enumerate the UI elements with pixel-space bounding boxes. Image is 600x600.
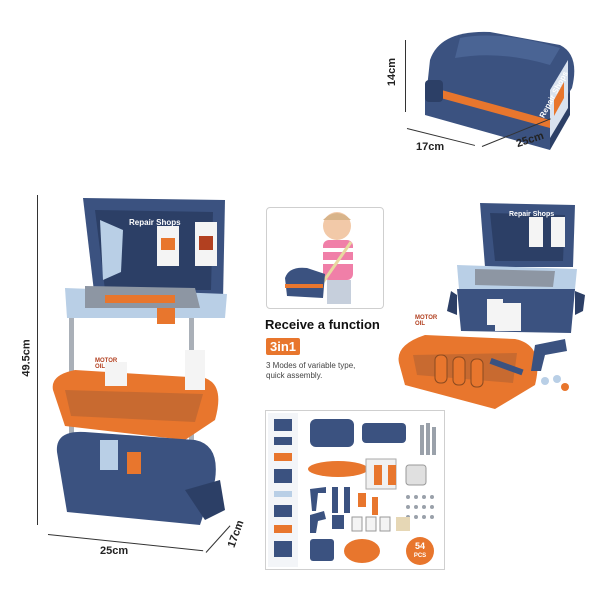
closed-case-view: Repair Shops — [400, 20, 595, 170]
function-desc-line1: 3 Modes of variable type, — [266, 361, 356, 370]
open-case-brand-label: Repair Shops — [509, 211, 555, 218]
case-height-line — [405, 40, 406, 112]
parts-panel: 54 PCS — [265, 410, 445, 570]
case-height-label: 14cm — [386, 57, 399, 87]
piece-count-badge: 54 PCS — [406, 537, 434, 565]
function-heading: Receive a function — [265, 317, 380, 332]
stand-height-label: 49.5cm — [20, 339, 33, 377]
stand-oil-label: MOTOR OIL — [95, 358, 118, 370]
open-case-oil-label: MOTOR OIL — [415, 315, 438, 327]
parts-layout-image — [268, 413, 436, 567]
open-case-image — [398, 203, 585, 409]
stand-view: Repair Shops MOTOR OIL — [45, 190, 245, 535]
stand-brand-label: Repair Shops — [129, 218, 181, 227]
case-depth-label: 17cm — [416, 141, 445, 153]
piece-count-number: 54 — [414, 541, 425, 551]
mode-badge: 3in1 — [266, 338, 301, 355]
open-case-view: Repair Shops MOTOR OIL — [395, 195, 595, 410]
function-desc-line2: quick assembly. — [266, 371, 323, 380]
stand-width-label: 25cm — [100, 545, 129, 557]
closed-case-image — [425, 31, 575, 150]
child-photo-card — [266, 207, 384, 309]
child-carrying-case-image — [285, 212, 353, 304]
stand-image — [52, 198, 227, 525]
stand-height-line — [37, 195, 38, 525]
piece-count-unit: PCS — [413, 553, 427, 559]
